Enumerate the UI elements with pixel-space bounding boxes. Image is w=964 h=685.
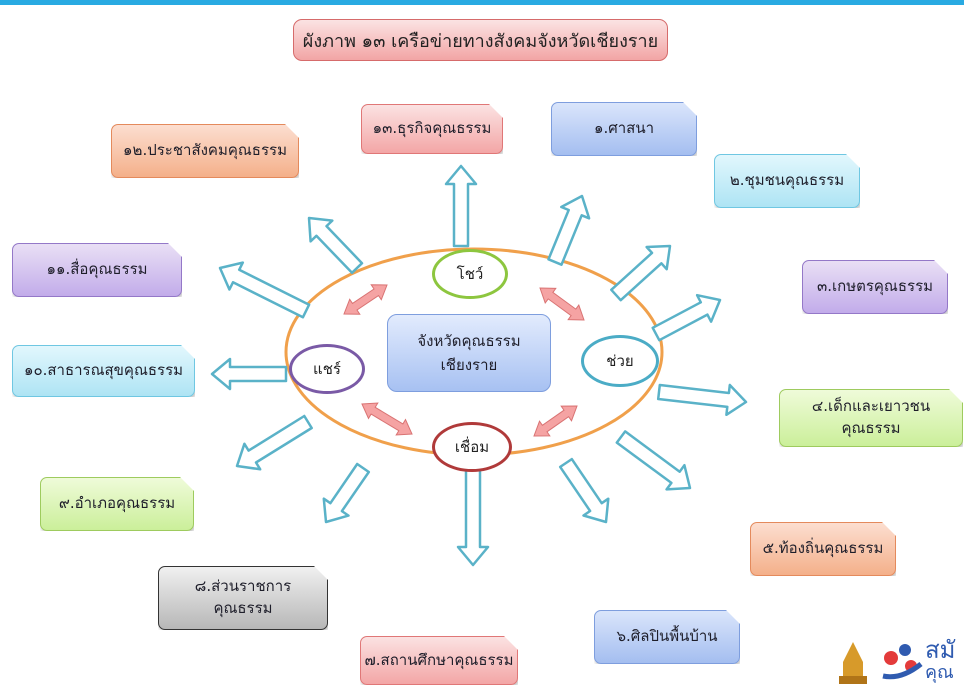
node-civil-society: ๑๒.ประชาสังคมคุณธรรม (111, 124, 299, 178)
center-box: จังหวัดคุณธรรม เชียงราย (387, 314, 551, 392)
inner-arrows-group (343, 284, 585, 437)
arrow-to-government (322, 462, 371, 524)
node-moral-district: ๙.อำเภอคุณธรรม (40, 477, 194, 531)
arrow-to-moral-district (235, 414, 313, 471)
node-moral-community: ๒.ชุมชนคุณธรรม (714, 154, 860, 208)
arrow-to-moral-business (444, 164, 478, 248)
arrow-to-moral-community (610, 244, 672, 302)
arrow-to-youth (656, 383, 748, 417)
double-arrow-share-connect (361, 402, 413, 436)
double-arrow-help-connect (533, 405, 578, 437)
node-moral-media: ๑๑.สื่อคุณธรรม (12, 243, 182, 297)
arrow-to-folk-artist (558, 457, 610, 524)
arrow-to-moral-school (456, 468, 490, 567)
outer-arrows-group (210, 164, 748, 567)
node-folk-artist: ๖.ศิลปินพื้นบ้าน (594, 610, 740, 664)
node-religion: ๑.ศาสนา (551, 102, 697, 156)
arrow-to-moral-media (218, 261, 311, 319)
ring-show: โชว์ (432, 249, 508, 299)
arrow-to-public-health (210, 357, 288, 391)
logo-text-1: สมั (925, 636, 956, 664)
node-youth-line-2: คุณธรรม (841, 419, 901, 437)
node-moral-agriculture: ๓.เกษตรคุณธรรม (802, 260, 948, 314)
organization-logo (833, 636, 964, 685)
node-public-health: ๑๐.สาธารณสุขคุณธรรม (12, 345, 195, 397)
diagram-title: ผังภาพ ๑๓ เครือข่ายทางสังคมจังหวัดเชียงร… (293, 19, 668, 61)
logo-mark-icon (839, 642, 923, 684)
double-arrow-show-help (539, 287, 585, 321)
ring-help: ช่วย (581, 335, 659, 387)
double-arrow-show-share (343, 284, 388, 315)
node-youth: ๔.เด็กและเยาวชน คุณธรรม (779, 389, 963, 447)
top-accent-bar (0, 0, 964, 5)
arrow-to-civil-society (307, 216, 364, 275)
node-moral-locality: ๕.ท้องถิ่นคุณธรรม (750, 522, 896, 576)
node-moral-business: ๑๓.ธุรกิจคุณธรรม (361, 104, 503, 154)
logo-text-2: คุณ (925, 662, 954, 683)
arrow-to-moral-locality (615, 430, 692, 491)
arrow-to-moral-agriculture (651, 293, 722, 342)
node-government-line-2: คุณธรรม (213, 599, 273, 617)
node-government: ๘.ส่วนราชการ คุณธรรม (158, 566, 328, 630)
node-government-line-1: ๘.ส่วนราชการ (194, 577, 292, 596)
arrow-to-religion (547, 194, 591, 266)
center-line-1: จังหวัดคุณธรรม (417, 332, 521, 350)
node-youth-line-1: ๔.เด็กและเยาวชน (811, 397, 931, 416)
node-moral-school: ๗.สถานศึกษาคุณธรรม (360, 636, 518, 685)
center-line-2: เชียงราย (440, 356, 498, 374)
ring-share: แชร์ (289, 344, 365, 394)
ring-connect: เชื่อม (432, 422, 512, 472)
